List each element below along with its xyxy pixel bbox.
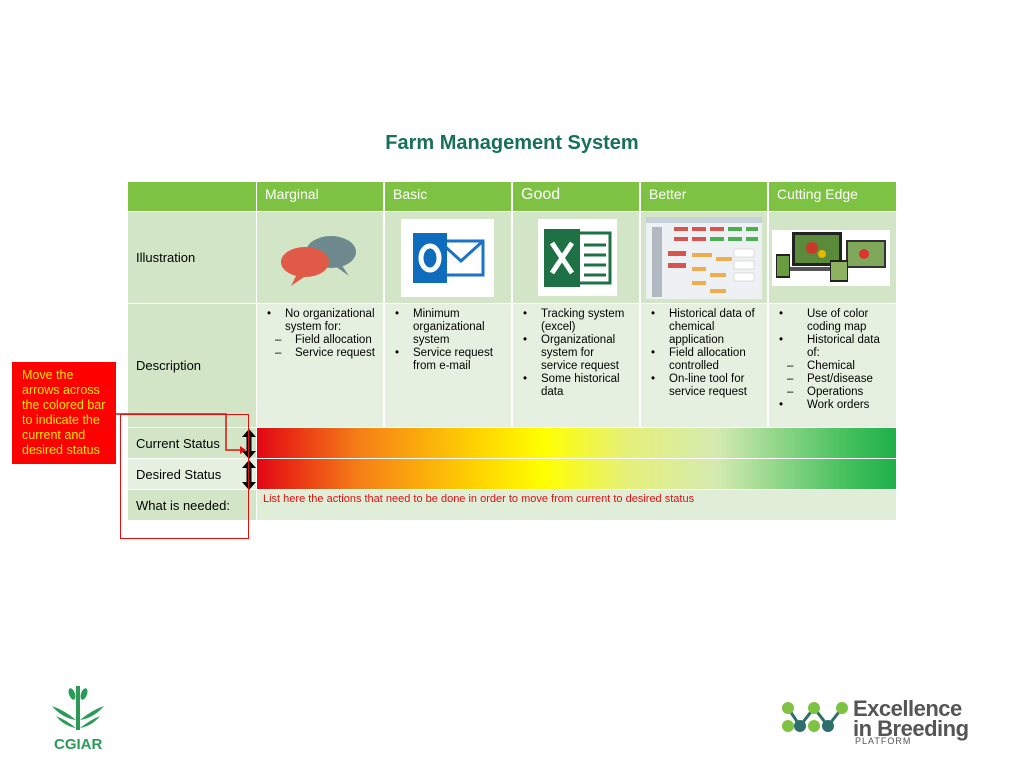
description-cell-basic: Minimum organizational system Service re… [385,304,511,427]
illustration-cell-basic [385,212,511,303]
description-cell-good: Tracking system (excel) Organizational s… [513,304,639,427]
outlook-icon [401,219,494,297]
list-item: Work orders [775,399,890,412]
list-item: Organizational system for service reques… [519,334,633,373]
list-item: Historical data of: [775,334,890,360]
header-corner [128,182,256,211]
list-item: Minimum organizational system [391,308,505,347]
col-header-better: Better [641,182,767,211]
illustration-cell-good [513,212,639,303]
description-cell-cutting-edge: Use of color coding map Historical data … [769,304,896,427]
eib-logo-line3: PLATFORM [855,736,912,746]
list-item: Service request [263,347,377,360]
col-header-cutting-edge: Cutting Edge [769,182,896,211]
list-item: Tracking system (excel) [519,308,633,334]
devices-map-icon [772,230,890,286]
list-item: On-line tool for service request [647,373,761,399]
illustration-cell-better [641,212,767,303]
page-title: Farm Management System [385,132,639,154]
list-item: Field allocation [263,334,377,347]
list-item: Some historical data [519,373,633,399]
eib-logo-line1: Excellence [853,696,962,721]
current-status-arrow-icon[interactable] [242,429,256,459]
list-item: Operations [775,386,890,399]
illustration-cell-cutting-edge [769,212,896,303]
col-header-basic: Basic [385,182,511,211]
row-label-what-is-needed: What is needed: [128,490,256,520]
row-label-illustration: Illustration [128,212,256,303]
col-header-marginal: Marginal [257,182,383,211]
connector-arrow [116,413,246,454]
list-item: Chemical [775,360,890,373]
row-label-current-status: Current Status [128,428,256,458]
eib-logo-line2: in Breeding [853,716,969,741]
cgiar-logo-text: CGIAR [54,736,103,753]
eib-network-icon [782,702,848,732]
list-item: Historical data of chemical application [647,308,761,347]
illustration-cell-marginal [257,212,383,303]
col-header-good: Good [513,182,639,211]
list-item: Field allocation controlled [647,347,761,373]
dashboard-screenshot [646,217,762,299]
list-item: Service request from e-mail [391,347,505,373]
excel-icon [538,219,617,296]
chat-bubbles-icon [281,236,356,286]
description-cell-better: Historical data of chemical application … [641,304,767,427]
current-status-bar[interactable] [257,428,896,458]
cgiar-leaf-icon [52,686,104,730]
description-cell-marginal: No organizational system for: Field allo… [257,304,383,427]
desired-status-bar[interactable] [257,459,896,489]
row-label-description: Description [128,304,256,427]
instruction-note: Move the arrows across the colored bar t… [12,362,116,464]
row-label-desired-status: Desired Status [128,459,256,489]
list-item: Use of color coding map [775,308,890,334]
list-item: No organizational system for: [263,308,377,334]
what-is-needed-text[interactable]: List here the actions that need to be do… [257,490,896,520]
list-item: Pest/disease [775,373,890,386]
desired-status-arrow-icon[interactable] [242,460,256,490]
